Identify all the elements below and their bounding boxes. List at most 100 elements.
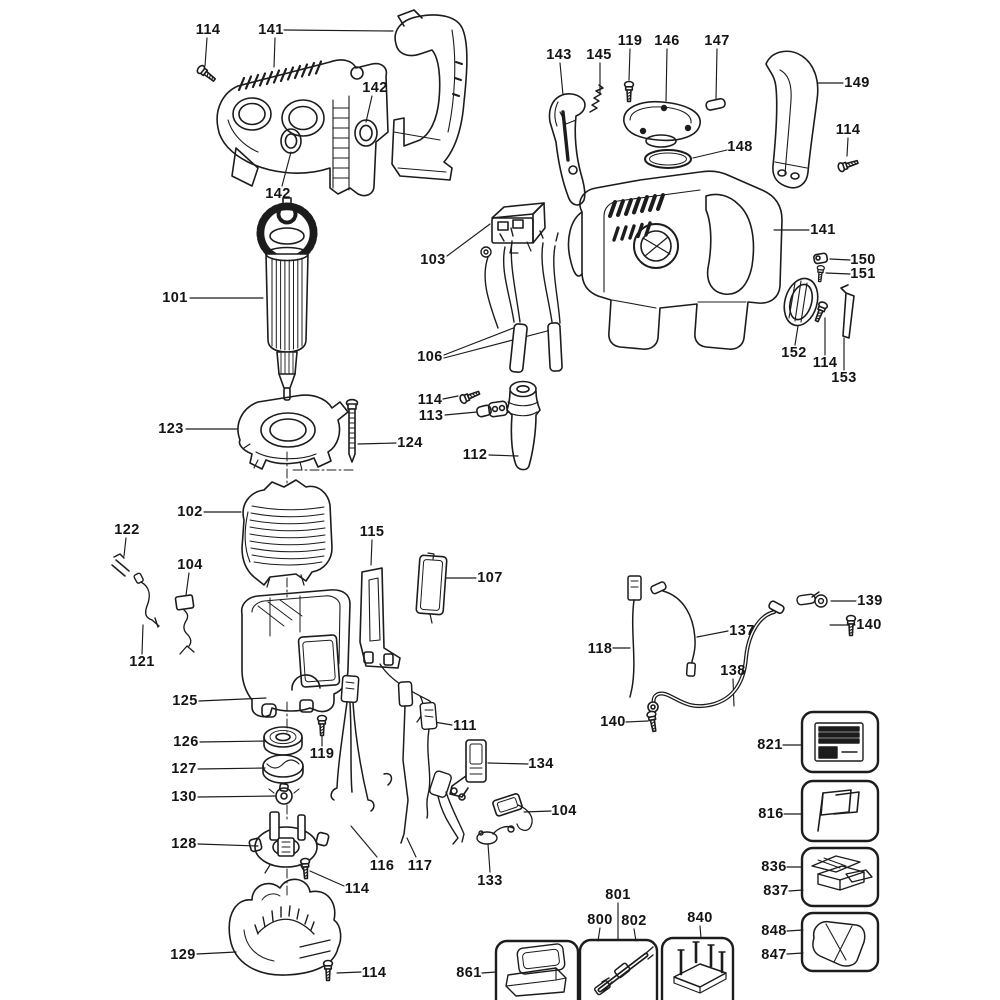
chisel-tool-icon <box>594 946 654 996</box>
callout-102: 102 <box>177 504 203 520</box>
callout-143: 143 <box>546 47 572 63</box>
brush-ring-128 <box>248 811 330 875</box>
bag-icon <box>812 920 866 967</box>
callout-121: 121 <box>129 654 155 670</box>
callout-115: 115 <box>359 524 385 540</box>
callout-840: 840 <box>687 910 713 926</box>
callout-113: 113 <box>418 408 444 424</box>
callout-152: 152 <box>781 345 807 361</box>
callout-821: 821 <box>757 737 783 753</box>
wire-set-106 <box>480 227 563 374</box>
cord-protector-112 <box>506 380 541 471</box>
callout-140: 140 <box>856 617 882 633</box>
callout-117: 117 <box>407 858 433 874</box>
callout-114: 114 <box>812 355 838 371</box>
wire-118 <box>627 575 642 698</box>
callout-129: 129 <box>170 947 196 963</box>
axis-centerlines <box>286 451 357 896</box>
callout-800: 800 <box>587 912 613 928</box>
callout-153: 153 <box>831 370 857 386</box>
motor-housing-125 <box>240 589 351 718</box>
flag-label-icon <box>817 789 860 832</box>
callout-126: 126 <box>173 734 199 750</box>
callout-861: 861 <box>456 965 482 981</box>
callout-836: 836 <box>761 859 787 875</box>
callout-801: 801 <box>605 887 631 903</box>
bearing-130 <box>268 782 300 805</box>
cover-plate-146 <box>623 100 701 148</box>
callout-149: 149 <box>844 75 870 91</box>
callout-125: 125 <box>172 693 198 709</box>
clip-147 <box>705 97 726 111</box>
callout-114: 114 <box>417 392 443 408</box>
callout-142: 142 <box>362 80 388 96</box>
callout-141: 141 <box>258 22 284 38</box>
handle-clamshell-141 <box>391 9 468 181</box>
callout-128: 128 <box>171 836 197 852</box>
callout-119: 119 <box>309 746 335 762</box>
callout-141: 141 <box>810 222 836 238</box>
callout-151: 151 <box>850 266 876 282</box>
callout-137: 137 <box>729 623 755 639</box>
kit-box-icon <box>505 943 567 997</box>
callout-847: 847 <box>761 947 787 963</box>
callout-119: 119 <box>617 33 643 49</box>
end-cap-129 <box>228 878 342 976</box>
accessory-boxes <box>800 710 880 973</box>
field-stator-102 <box>241 479 333 588</box>
callout-116: 116 <box>369 858 395 874</box>
screws <box>195 63 860 982</box>
callout-104: 104 <box>177 557 203 573</box>
callout-138: 138 <box>720 663 746 679</box>
callout-114: 114 <box>361 965 387 981</box>
leader-lines <box>123 29 857 974</box>
callout-114: 114 <box>344 881 370 897</box>
callout-802: 802 <box>621 913 647 929</box>
kit-case-icon <box>811 855 873 891</box>
callout-140: 140 <box>600 714 626 730</box>
callout-837: 837 <box>763 883 789 899</box>
spring-145 <box>589 84 604 113</box>
callout-134: 134 <box>528 756 554 772</box>
lead-wire-121 <box>133 572 160 628</box>
callout-130: 130 <box>171 789 197 805</box>
brush-holder-134 <box>449 739 487 801</box>
bearing-126 <box>263 726 303 756</box>
callout-104: 104 <box>551 803 577 819</box>
callout-127: 127 <box>171 761 197 777</box>
callout-122: 122 <box>114 522 140 538</box>
callout-114: 114 <box>835 122 861 138</box>
terminal-122 <box>111 553 130 577</box>
callout-123: 123 <box>158 421 184 437</box>
armature-101 <box>256 197 318 401</box>
cord-clamp-113 <box>476 400 509 418</box>
callout-146: 146 <box>654 33 680 49</box>
label-sheet-icon <box>814 722 864 762</box>
callout-133: 133 <box>477 873 503 889</box>
wire-117 <box>397 681 414 844</box>
callout-107: 107 <box>477 570 503 586</box>
callout-124: 124 <box>397 435 423 451</box>
side-handle-grip-149 <box>765 50 819 189</box>
main-housing-141 <box>567 170 783 350</box>
callout-106: 106 <box>417 349 443 365</box>
callout-111: 111 <box>453 718 477 734</box>
callout-145: 145 <box>586 47 612 63</box>
baffle-plate-123 <box>237 394 349 471</box>
crank-housing-141 <box>216 59 389 197</box>
seal-ring-142 <box>280 119 378 154</box>
callout-103: 103 <box>420 252 446 268</box>
callout-816: 816 <box>758 806 784 822</box>
bracket-115 <box>359 567 436 723</box>
ground-wire-138 <box>647 600 785 713</box>
washer-127 <box>262 754 304 784</box>
callout-118: 118 <box>587 641 613 657</box>
callout-114: 114 <box>195 22 221 38</box>
wire-137 <box>650 581 697 677</box>
screw-124 <box>345 398 359 463</box>
callout-150: 150 <box>850 252 876 268</box>
module-plate-107 <box>415 552 448 624</box>
trigger-lever-143 <box>548 93 586 206</box>
callout-848: 848 <box>761 923 787 939</box>
